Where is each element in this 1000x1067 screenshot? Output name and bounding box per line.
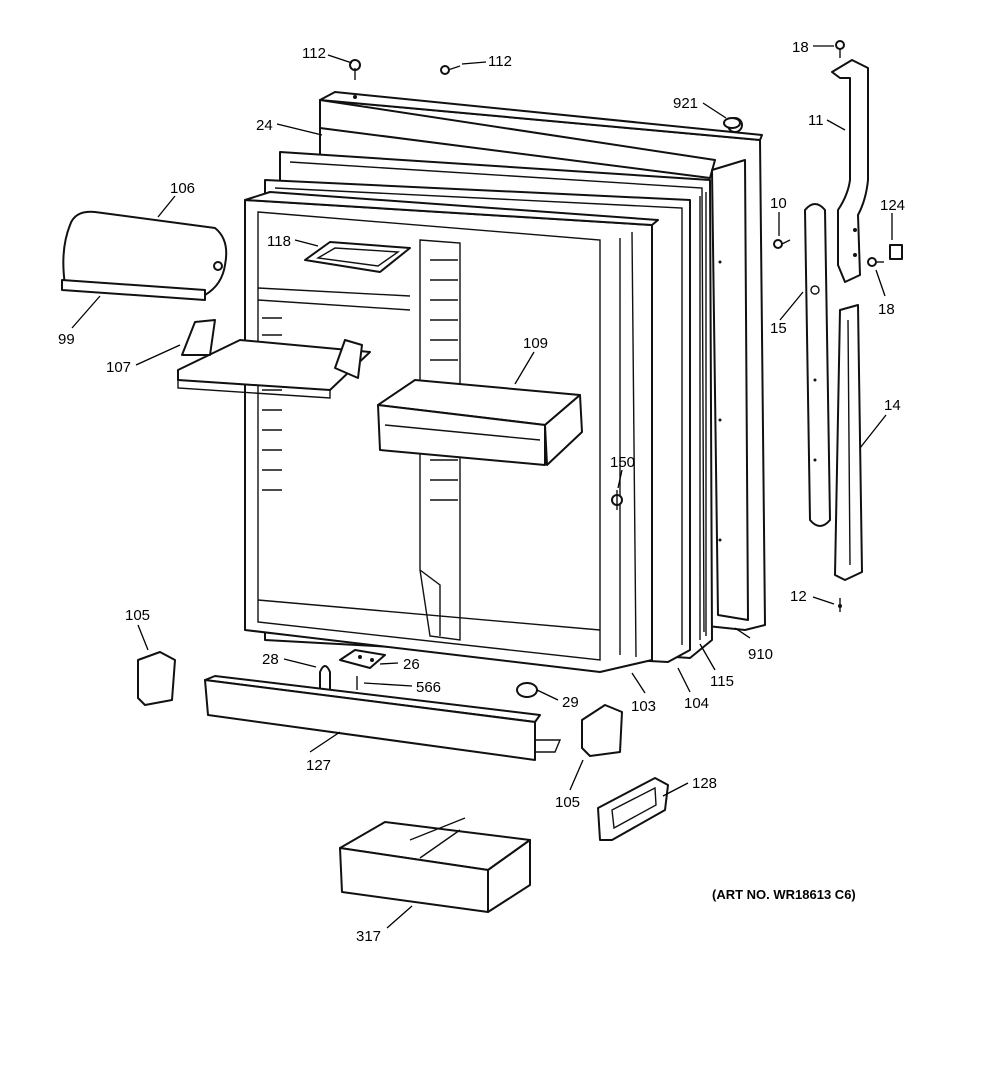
screws-18 bbox=[835, 40, 884, 267]
label-24: 24 bbox=[256, 117, 273, 134]
label-28: 28 bbox=[262, 651, 279, 668]
door-bin-109 bbox=[377, 379, 583, 466]
hinge-strip-14 bbox=[834, 304, 863, 581]
label-14: 14 bbox=[884, 397, 901, 414]
label-150: 150 bbox=[610, 454, 635, 471]
label-566: 566 bbox=[416, 679, 441, 696]
label-128: 128 bbox=[692, 775, 717, 792]
dairy-door bbox=[61, 210, 228, 301]
screw-12 bbox=[838, 598, 842, 612]
label-127: 127 bbox=[306, 757, 331, 774]
label-118: 118 bbox=[267, 233, 291, 250]
label-112a: 112 bbox=[302, 45, 326, 62]
bracket-105-right bbox=[581, 704, 623, 757]
label-15: 15 bbox=[770, 320, 787, 337]
label-29: 29 bbox=[562, 694, 579, 711]
label-910: 910 bbox=[748, 646, 773, 663]
label-105b: 105 bbox=[555, 794, 580, 811]
hinge-11 bbox=[831, 59, 869, 283]
plug-921 bbox=[723, 117, 741, 129]
strip-15 bbox=[804, 203, 831, 527]
small-shelf bbox=[304, 241, 411, 273]
label-103: 103 bbox=[631, 698, 656, 715]
label-107: 107 bbox=[106, 359, 131, 376]
label-12: 12 bbox=[790, 588, 807, 605]
label-18b: 18 bbox=[878, 301, 895, 318]
label-18a: 18 bbox=[792, 39, 809, 56]
label-317: 317 bbox=[356, 928, 381, 945]
part-labels: 112 112 921 24 18 11 106 118 10 124 18 9… bbox=[58, 39, 905, 945]
pad-124 bbox=[889, 244, 903, 260]
label-106: 106 bbox=[170, 180, 195, 197]
screw-150 bbox=[611, 490, 623, 510]
bin-317 bbox=[339, 817, 531, 913]
label-11: 11 bbox=[808, 112, 824, 129]
small-parts bbox=[319, 649, 538, 698]
label-26: 26 bbox=[403, 656, 420, 673]
label-115: 115 bbox=[710, 673, 734, 690]
label-105a: 105 bbox=[125, 607, 150, 624]
label-104: 104 bbox=[684, 695, 709, 712]
door-shelf-107 bbox=[177, 319, 371, 399]
handle-128 bbox=[597, 777, 669, 841]
base-trim-127 bbox=[204, 675, 562, 761]
screw-10 bbox=[773, 239, 791, 249]
label-921: 921 bbox=[673, 95, 698, 112]
screws-112 bbox=[349, 59, 461, 80]
label-112b: 112 bbox=[488, 53, 512, 70]
label-124: 124 bbox=[880, 197, 905, 214]
bracket-105-left bbox=[137, 651, 176, 706]
label-99: 99 bbox=[58, 331, 75, 348]
label-10: 10 bbox=[770, 195, 787, 212]
art-number: (ART NO. WR18613 C6) bbox=[712, 887, 856, 902]
label-109: 109 bbox=[523, 335, 548, 352]
leader-lines bbox=[71, 45, 893, 929]
